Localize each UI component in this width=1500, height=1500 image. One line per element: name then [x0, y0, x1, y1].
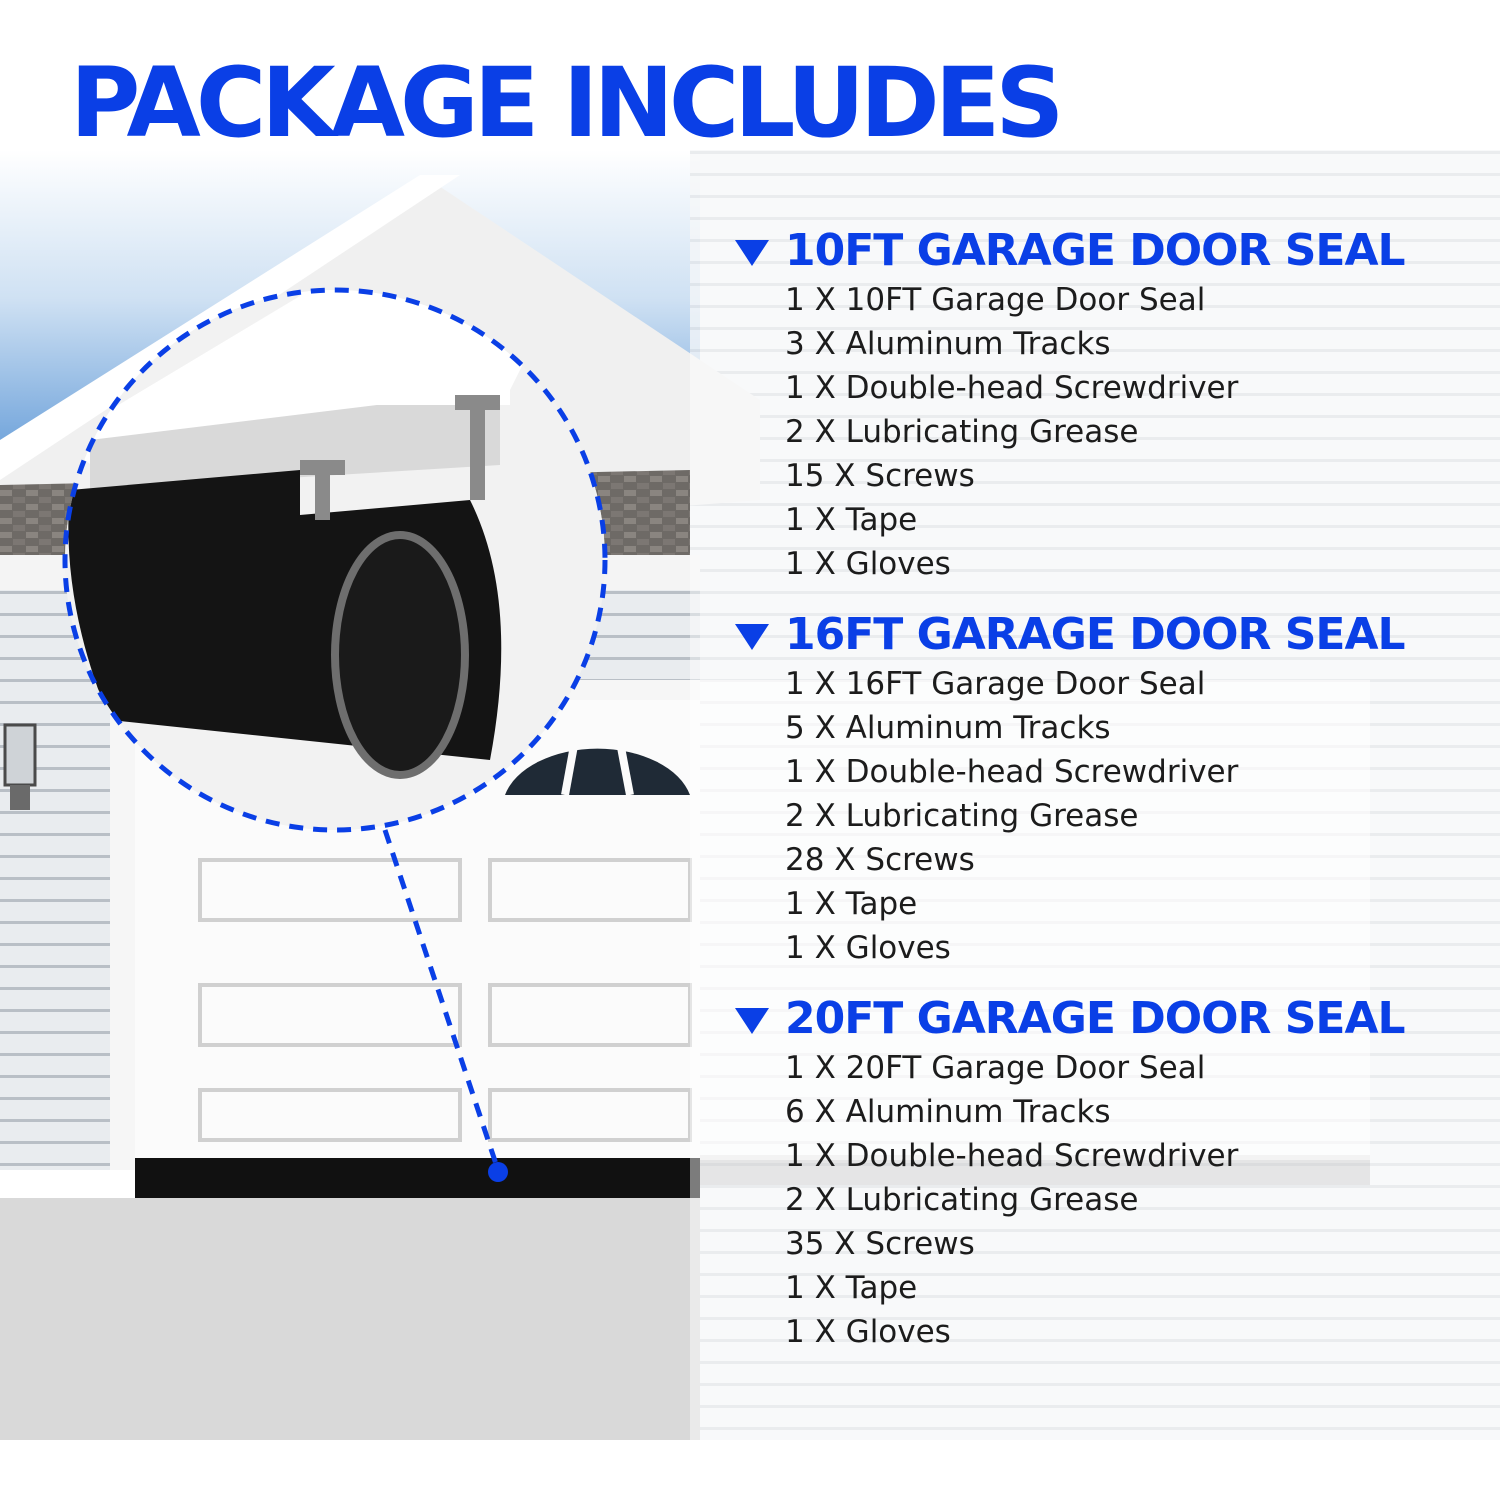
door-seal-strip [135, 1158, 700, 1198]
triangle-down-icon [735, 1008, 769, 1034]
list-item: 1 X Tape [785, 502, 918, 538]
wall-lamp [3, 723, 37, 810]
list-item: 1 X Gloves [785, 1314, 951, 1350]
door-panels [198, 858, 692, 1142]
list-item: 1 X Double-head Screwdriver [785, 370, 1239, 406]
list-item: 2 X Lubricating Grease [785, 1182, 1139, 1218]
door-windows [505, 739, 690, 796]
list-item: 15 X Screws [785, 458, 975, 494]
package-items: 1 X 10FT Garage Door Seal 3 X Aluminum T… [735, 278, 1475, 586]
seal-zoom-lens [62, 287, 608, 833]
triangle-down-icon [735, 240, 769, 266]
text-panel-overlay [690, 150, 1500, 1440]
package-title: 10FT GARAGE DOOR SEAL [785, 224, 1406, 276]
list-item: 2 X Lubricating Grease [785, 798, 1139, 834]
page-title: PACKAGE INCLUDES [70, 47, 1064, 159]
list-item: 1 X Gloves [785, 546, 951, 582]
zoom-pointer-line [382, 829, 501, 1171]
list-item: 1 X Tape [785, 886, 918, 922]
package-items: 1 X 20FT Garage Door Seal 6 X Aluminum T… [735, 1046, 1475, 1354]
package-title: 16FT GARAGE DOOR SEAL [785, 608, 1406, 660]
list-item: 2 X Lubricating Grease [785, 414, 1139, 450]
list-item: 35 X Screws [785, 1226, 975, 1262]
package-header: 10FT GARAGE DOOR SEAL [735, 222, 1475, 278]
list-item: 5 X Aluminum Tracks [785, 710, 1111, 746]
list-item: 6 X Aluminum Tracks [785, 1094, 1111, 1130]
package-10ft: 10FT GARAGE DOOR SEAL 1 X 10FT Garage Do… [735, 222, 1475, 586]
list-item: 1 X Gloves [785, 930, 951, 966]
zoom-pointer-dot [488, 1162, 508, 1182]
list-item: 1 X 16FT Garage Door Seal [785, 666, 1206, 702]
package-16ft: 16FT GARAGE DOOR SEAL 1 X 16FT Garage Do… [735, 606, 1475, 970]
package-title: 20FT GARAGE DOOR SEAL [785, 992, 1406, 1044]
list-item: 3 X Aluminum Tracks [785, 326, 1111, 362]
triangle-down-icon [735, 624, 769, 650]
package-header: 16FT GARAGE DOOR SEAL [735, 606, 1475, 662]
package-list: 10FT GARAGE DOOR SEAL 1 X 10FT Garage Do… [735, 222, 1475, 1374]
list-item: 1 X Tape [785, 1270, 918, 1306]
package-items: 1 X 16FT Garage Door Seal 5 X Aluminum T… [735, 662, 1475, 970]
package-20ft: 20FT GARAGE DOOR SEAL 1 X 20FT Garage Do… [735, 990, 1475, 1354]
list-item: 1 X Double-head Screwdriver [785, 1138, 1239, 1174]
list-item: 1 X Double-head Screwdriver [785, 754, 1239, 790]
right-door-faded [700, 680, 1370, 1160]
driveway [0, 1198, 700, 1440]
bottom-band [0, 1440, 1500, 1500]
package-header: 20FT GARAGE DOOR SEAL [735, 990, 1475, 1046]
list-item: 1 X 20FT Garage Door Seal [785, 1050, 1206, 1086]
list-item: 28 X Screws [785, 842, 975, 878]
list-item: 1 X 10FT Garage Door Seal [785, 282, 1206, 318]
